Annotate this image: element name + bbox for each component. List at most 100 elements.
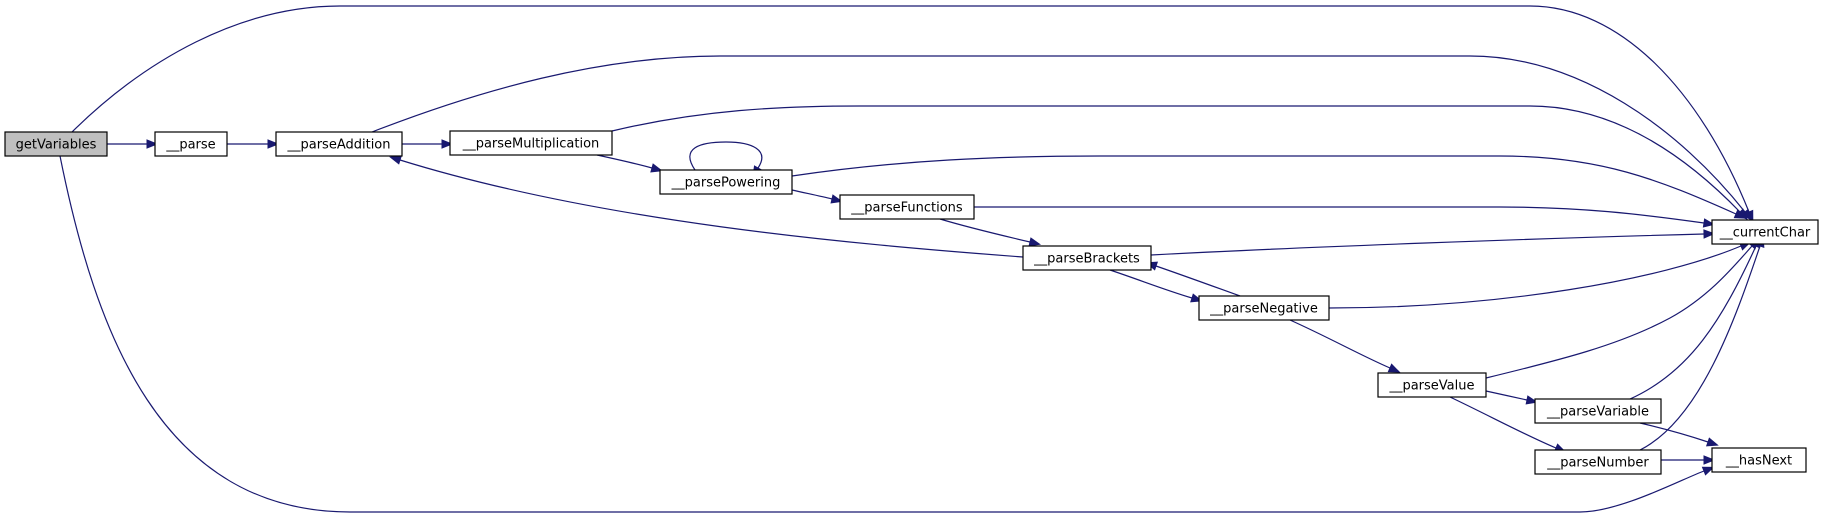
- edge-line: [791, 189, 833, 200]
- edge-getVariables-to-hasNext: [59, 155, 1715, 513]
- edge-parseBrackets-to-parseAddition: [389, 155, 1024, 258]
- edge-line: [974, 206, 1705, 224]
- node-box: [1711, 219, 1819, 245]
- node-label: __parseNumber: [1546, 456, 1649, 471]
- node-label: __parsePowering: [671, 176, 781, 191]
- arrowhead: [267, 139, 280, 149]
- node-label: __parseVariable: [1546, 405, 1649, 420]
- edge-parseNegative-to-parseBrackets: [1145, 261, 1241, 297]
- edge-line: [1150, 233, 1705, 256]
- edge-parse-to-parseAddition: [227, 139, 280, 149]
- edge-line: [1629, 245, 1757, 400]
- node-parseMultiplication[interactable]: __parseMultiplication: [449, 130, 613, 156]
- edge-parseAddition-to-parseMultiplication: [402, 139, 454, 149]
- edge-line: [1639, 422, 1709, 443]
- arrowhead: [1028, 237, 1042, 247]
- arrowhead: [1705, 437, 1719, 447]
- node-parse[interactable]: __parse: [154, 131, 228, 157]
- node-box: [1377, 372, 1487, 398]
- node-box: [1534, 449, 1662, 475]
- node-parseVariable[interactable]: __parseVariable: [1534, 398, 1662, 424]
- edge-parseNumber-to-hasNext: [1661, 455, 1716, 465]
- node-box: [839, 194, 975, 220]
- arrowhead: [650, 163, 663, 173]
- edge-parseNegative-to-currentChar: [1328, 241, 1752, 309]
- edge-line: [939, 218, 1031, 243]
- arrowhead: [1702, 218, 1716, 228]
- arrowhead: [830, 194, 844, 204]
- edge-parseNegative-to-parseValue: [1289, 319, 1401, 373]
- node-parseValue[interactable]: __parseValue: [1377, 372, 1487, 398]
- edge-parseVariable-to-currentChar: [1629, 235, 1761, 400]
- arrowhead: [1525, 395, 1539, 405]
- node-label: __parseFunctions: [850, 201, 963, 216]
- arrowhead: [146, 139, 159, 149]
- arrowhead: [1703, 455, 1716, 465]
- edge-parseFunctions-to-currentChar: [974, 206, 1716, 228]
- node-currentChar[interactable]: __currentChar: [1711, 219, 1819, 245]
- node-label: __parse: [165, 138, 215, 153]
- node-parseNegative[interactable]: __parseNegative: [1198, 295, 1330, 321]
- arrowhead: [1733, 209, 1747, 219]
- edge-parseFunctions-to-parseBrackets: [939, 218, 1042, 247]
- node-parseNumber[interactable]: __parseNumber: [1534, 449, 1662, 475]
- arrowhead: [389, 155, 402, 165]
- edge-line: [1485, 245, 1753, 379]
- edge-line: [1485, 390, 1528, 401]
- edge-getVariables-to-parse: [107, 139, 159, 149]
- node-box: [1711, 447, 1807, 473]
- node-label: __currentChar: [1719, 226, 1811, 241]
- node-label: __parseValue: [1388, 379, 1474, 394]
- edge-line: [71, 5, 1750, 213]
- edge-line: [596, 154, 653, 169]
- edge-parseValue-to-parseVariable: [1485, 390, 1539, 405]
- arrowhead: [1703, 229, 1716, 239]
- node-parseAddition[interactable]: __parseAddition: [275, 131, 403, 157]
- edge-line: [689, 141, 763, 171]
- edge-parseBrackets-to-parseNegative: [1109, 269, 1203, 303]
- edge-line: [611, 105, 1741, 213]
- edge-line: [791, 155, 1737, 215]
- node-box: [4, 131, 108, 157]
- arrowhead: [441, 139, 454, 149]
- edge-line: [399, 159, 1024, 258]
- edges-layer: [59, 5, 1765, 513]
- node-box: [449, 130, 613, 156]
- node-parsePowering[interactable]: __parsePowering: [659, 169, 793, 195]
- edge-getVariables-to-currentChar: [71, 5, 1754, 223]
- node-label: __parseBrackets: [1033, 252, 1140, 267]
- node-hasNext[interactable]: __hasNext: [1711, 447, 1807, 473]
- edge-parseMultiplication-to-parsePowering: [596, 154, 663, 173]
- node-box: [275, 131, 403, 157]
- node-label: __parseAddition: [286, 138, 390, 153]
- edge-line: [1155, 265, 1241, 297]
- edge-line: [1449, 396, 1557, 449]
- edge-line: [1328, 245, 1742, 309]
- node-parseFunctions[interactable]: __parseFunctions: [839, 194, 975, 220]
- node-label: __parseMultiplication: [462, 137, 600, 152]
- node-box: [1022, 245, 1152, 271]
- node-box: [154, 131, 228, 157]
- edge-line: [1639, 245, 1761, 451]
- node-box: [1198, 295, 1330, 321]
- edge-parsePowering-to-currentChar: [791, 155, 1747, 219]
- node-parseBrackets[interactable]: __parseBrackets: [1022, 245, 1152, 271]
- edge-parseBrackets-to-currentChar: [1150, 229, 1716, 256]
- edge-line: [371, 55, 1746, 213]
- edge-line: [1289, 319, 1391, 369]
- arrowhead: [1387, 363, 1401, 373]
- arrowhead: [1701, 466, 1715, 476]
- edge-parseVariable-to-hasNext: [1639, 422, 1719, 447]
- node-getVariables[interactable]: getVariables: [4, 131, 108, 157]
- node-label: __hasNext: [1725, 454, 1792, 469]
- node-label: getVariables: [16, 138, 97, 153]
- edge-parseMultiplication-to-currentChar: [611, 105, 1748, 221]
- edge-parseValue-to-currentChar: [1485, 237, 1760, 379]
- node-box: [1534, 398, 1662, 424]
- edge-line: [1109, 269, 1193, 299]
- node-box: [659, 169, 793, 195]
- node-label: __parseNegative: [1209, 302, 1318, 317]
- edge-line: [59, 155, 1705, 513]
- nodes-layer: getVariables __parse __parseAddition __pars…: [4, 130, 1819, 475]
